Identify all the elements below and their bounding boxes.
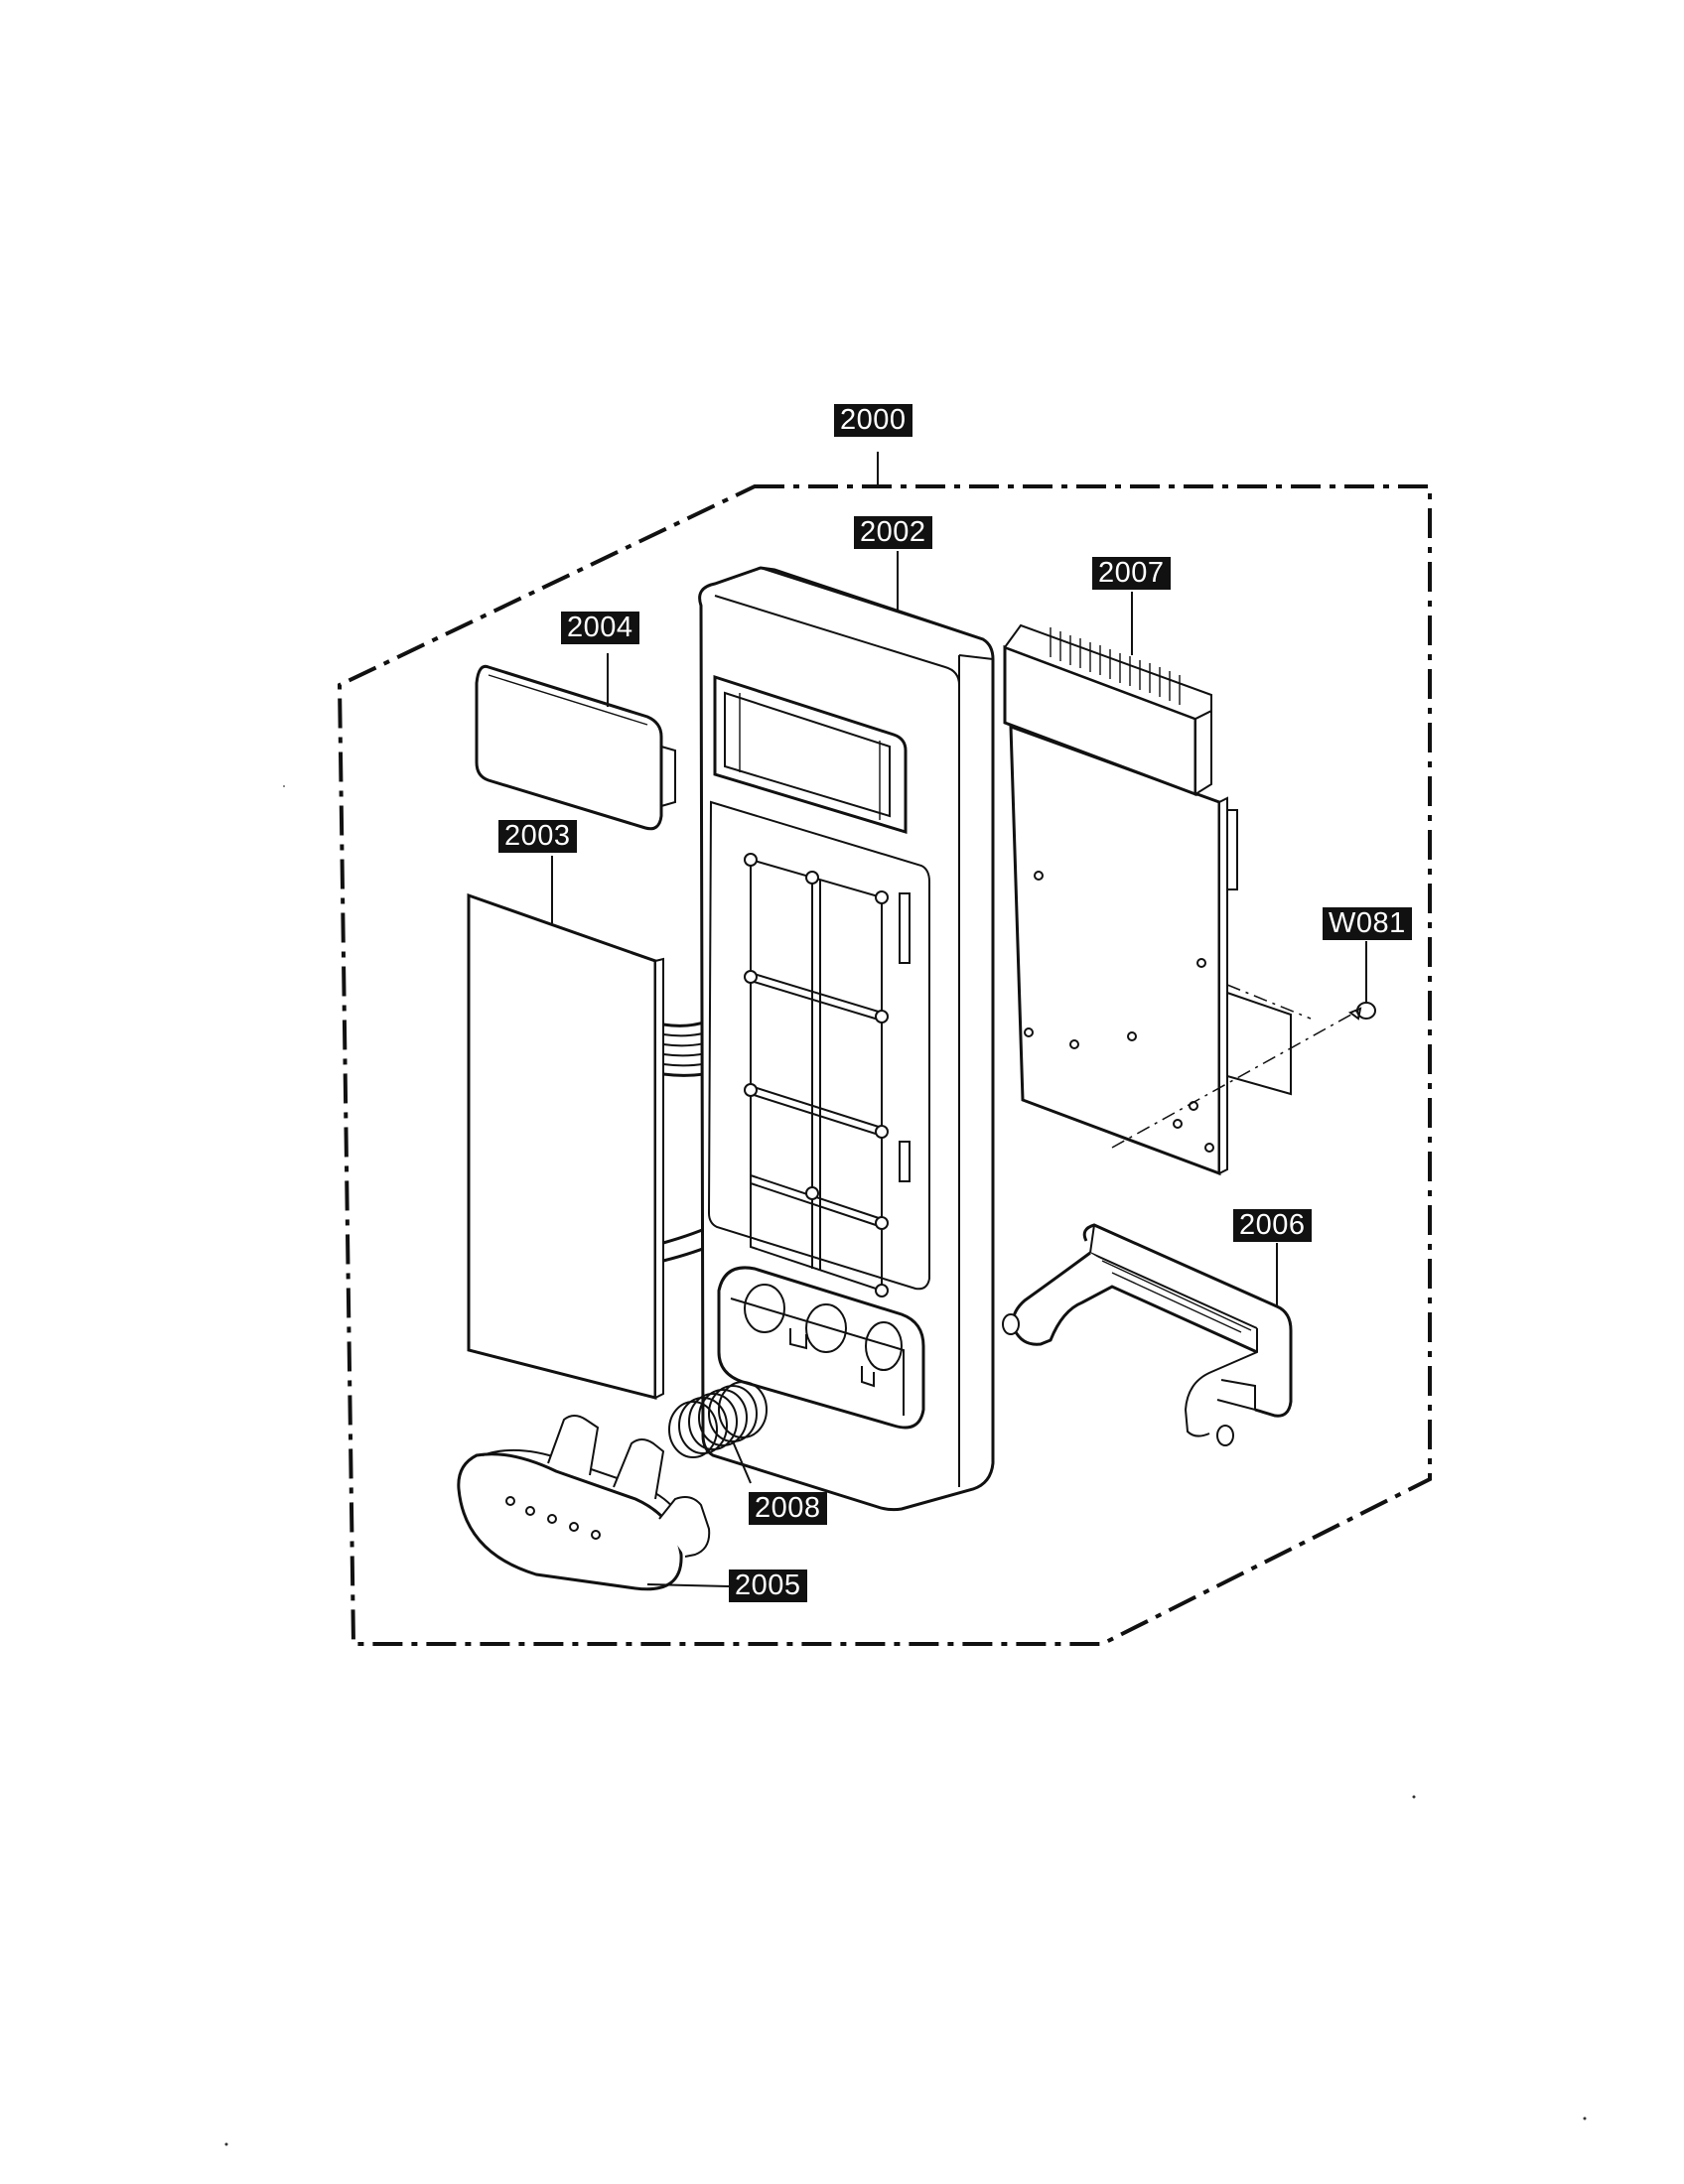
part-label-2008: 2008 — [749, 1492, 827, 1525]
stray-mark — [224, 2142, 228, 2146]
part-label-2007: 2007 — [1092, 557, 1171, 590]
part-label-2004: 2004 — [561, 612, 639, 644]
stray-mark — [1583, 2116, 1587, 2120]
control-panel-frame-part — [698, 566, 995, 1512]
door-lever-part — [1002, 1223, 1293, 1446]
keypad-grid — [744, 853, 889, 1297]
part-label-2002: 2002 — [854, 516, 932, 549]
display-window-part — [475, 664, 676, 831]
part-label-2006: 2006 — [1233, 1209, 1312, 1242]
part-label-2000: 2000 — [834, 404, 912, 437]
part-label-2005: 2005 — [729, 1570, 807, 1602]
screw-part — [1111, 984, 1376, 1149]
leader-2008 — [732, 1440, 752, 1484]
control-pcb-part — [1003, 623, 1292, 1176]
door-button-part — [457, 1415, 711, 1591]
stray-mark — [283, 785, 285, 787]
part-label-2003: 2003 — [498, 820, 577, 853]
part-label-W081: W081 — [1323, 907, 1412, 940]
stray-mark — [1412, 1795, 1416, 1799]
assembly-boundary — [337, 484, 1432, 1646]
leader-2005 — [646, 1583, 730, 1587]
pcb-connector-pins — [1050, 627, 1181, 705]
